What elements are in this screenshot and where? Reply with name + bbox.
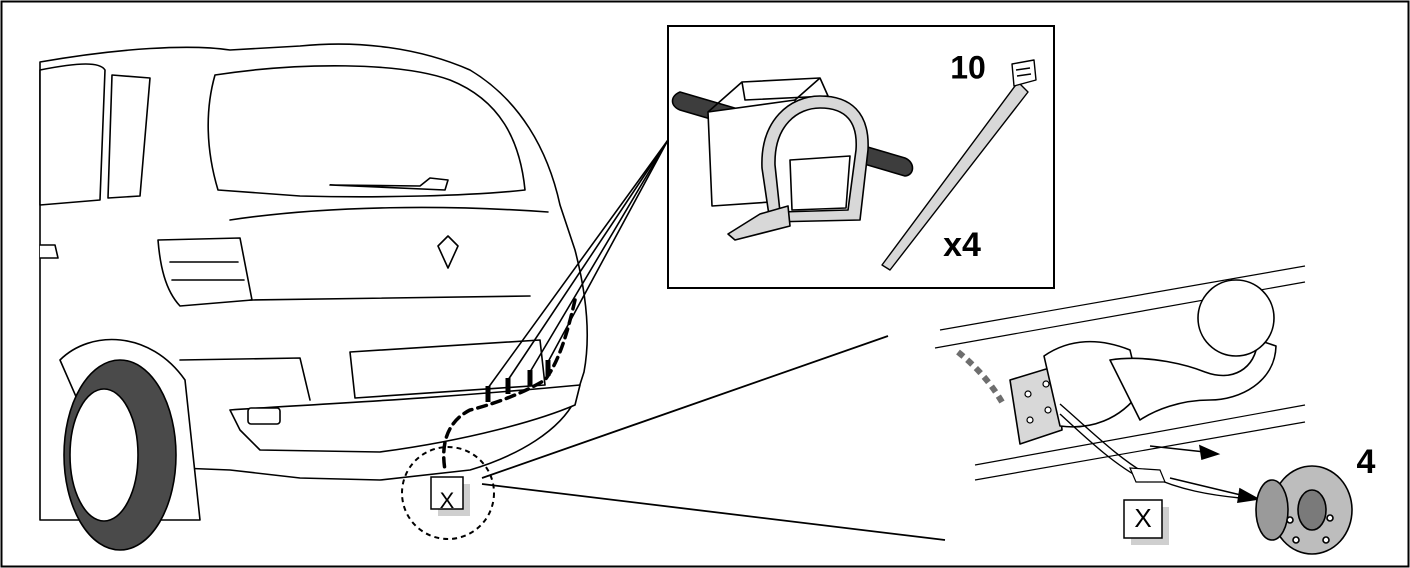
harness-route [442, 298, 577, 472]
car-tie-markers [485, 360, 551, 402]
connector-marker-car: X [430, 476, 470, 516]
tie-count-label: 10 [950, 49, 986, 85]
tie-multiplier-label: x4 [943, 226, 981, 264]
connector-marker-towbar: X [1123, 499, 1169, 545]
tow-ball [1197, 279, 1275, 357]
connector-marker-label: X [1134, 503, 1151, 533]
detail-leader-lines [487, 139, 669, 389]
cable-tie-icon [881, 59, 1037, 271]
socket-part-number: 4 [1357, 443, 1376, 481]
cable-tie-detail: 10 x4 [667, 25, 1055, 289]
towbar-detail: 4 X [934, 265, 1376, 555]
car-illustration [39, 43, 589, 551]
zoom-leader-lines [481, 335, 946, 541]
socket-icon [1255, 465, 1353, 555]
connector-marker-label: X [440, 488, 455, 513]
zoom-circle [401, 446, 495, 540]
